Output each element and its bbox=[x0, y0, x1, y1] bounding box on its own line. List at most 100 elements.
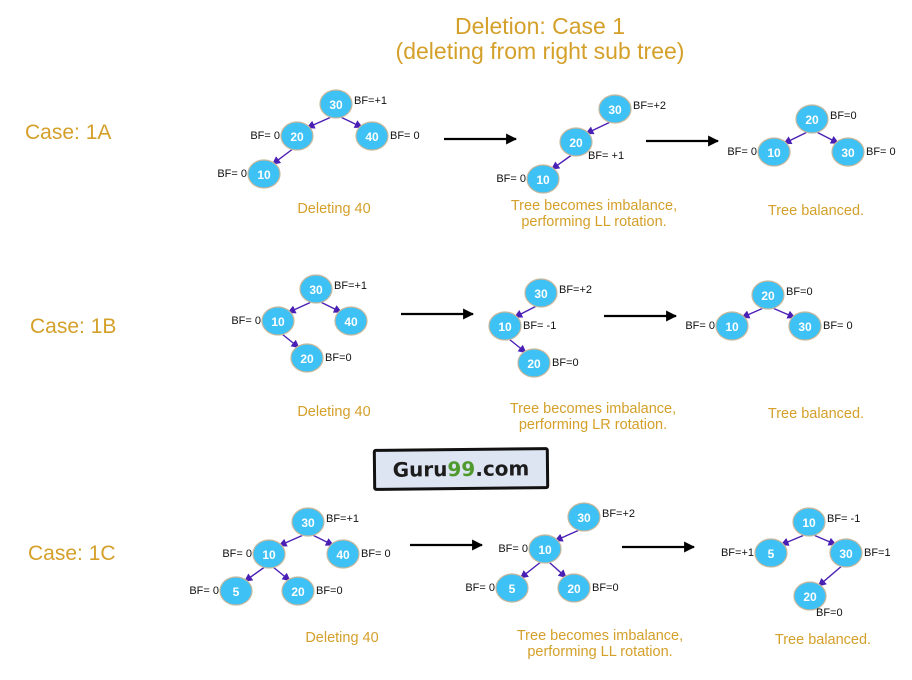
node-circle bbox=[280, 121, 314, 151]
node-value: 10 bbox=[767, 146, 781, 160]
balance-factor-label: BF= 0 bbox=[498, 543, 528, 555]
edge-1a-s2-20-to-10 bbox=[550, 154, 572, 170]
diagram-title: Deletion: Case 1 bbox=[454, 13, 626, 39]
node-circle bbox=[757, 137, 791, 167]
node-value: 5 bbox=[768, 547, 775, 561]
caption-1c-stage2: Tree becomes imbalance, performing LL ro… bbox=[516, 628, 684, 660]
balance-factor-label: BF=+2 bbox=[559, 284, 592, 296]
node-circle bbox=[281, 576, 315, 606]
case-label-1a: Case: 1A bbox=[25, 121, 112, 144]
node-circle bbox=[829, 538, 863, 568]
node-circle bbox=[291, 507, 325, 537]
case-label-1c: Case: 1C bbox=[28, 542, 116, 565]
balance-factor-label: BF= 0 bbox=[866, 146, 896, 158]
node-value: 5 bbox=[233, 585, 240, 599]
node-value: 20 bbox=[761, 289, 775, 303]
edge-1c-s2-30-to-10 bbox=[554, 529, 579, 542]
edge-1a-s1-30-to-40 bbox=[341, 116, 364, 128]
balance-factor-label: BF= -1 bbox=[523, 320, 556, 332]
balance-factor-label: BF=0 bbox=[816, 607, 843, 619]
balance-factor-label: BF= 0 bbox=[189, 585, 219, 597]
balance-factor-label: BF= 0 bbox=[496, 173, 526, 185]
node-value: 20 bbox=[567, 582, 581, 596]
tree-node-1b-s2-10: 10 BF= -1 bbox=[488, 311, 556, 341]
balance-factor-label: BF= 0 bbox=[361, 548, 391, 560]
node-value: 10 bbox=[802, 516, 816, 530]
node-value: 10 bbox=[262, 548, 276, 562]
balance-factor-label: BF=0 bbox=[316, 585, 343, 597]
node-circle bbox=[751, 280, 785, 310]
node-circle bbox=[524, 278, 558, 308]
edge-1b-s3-20-to-30 bbox=[773, 307, 796, 319]
node-circle bbox=[488, 311, 522, 341]
edge-1b-s1-30-to-40 bbox=[321, 301, 343, 313]
caption-1b-stage3: Tree balanced. bbox=[767, 406, 865, 422]
node-circle bbox=[247, 159, 281, 189]
node-circle bbox=[326, 539, 360, 569]
node-circle bbox=[559, 127, 593, 157]
tree-node-1a-s3-30: 30 BF= 0 bbox=[831, 137, 896, 167]
node-value: 10 bbox=[536, 173, 550, 187]
balance-factor-label: BF= 0 bbox=[685, 320, 715, 332]
edge-1a-s3-20-to-10 bbox=[783, 131, 807, 145]
tree-node-1c-s2-5: 5BF= 0 bbox=[465, 573, 529, 603]
node-value: 30 bbox=[798, 320, 812, 334]
edge-1c-s1-10-to-5 bbox=[243, 566, 265, 582]
node-value: 5 bbox=[509, 582, 516, 596]
balance-factor-label: BF=0 bbox=[552, 357, 579, 369]
node-value: 30 bbox=[309, 283, 323, 297]
edge-1c-s3-10-to-30 bbox=[814, 534, 837, 546]
node-circle bbox=[792, 507, 826, 537]
node-circle bbox=[788, 311, 822, 341]
tree-edges bbox=[243, 116, 842, 587]
caption-1b-stage2: Tree becomes imbalance, performing LR ro… bbox=[509, 401, 677, 433]
balance-factor-label: BF= -1 bbox=[827, 513, 860, 525]
tree-node-1a-s2-10: 10 BF= 0 bbox=[496, 164, 560, 194]
balance-factor-label: BF=0 bbox=[786, 286, 813, 298]
edge-1b-s1-10-to-20 bbox=[282, 333, 300, 349]
node-circle bbox=[567, 502, 601, 532]
node-circle bbox=[715, 311, 749, 341]
node-circle bbox=[252, 539, 286, 569]
node-value: 20 bbox=[805, 113, 819, 127]
node-circle bbox=[517, 348, 551, 378]
node-value: 30 bbox=[841, 146, 855, 160]
caption-1a-stage3: Tree balanced. bbox=[767, 203, 865, 219]
node-value: 10 bbox=[725, 320, 739, 334]
node-circle bbox=[355, 121, 389, 151]
edge-1c-s1-30-to-40 bbox=[313, 534, 335, 546]
node-circle bbox=[754, 538, 788, 568]
balance-factor-label: BF=+1 bbox=[334, 280, 367, 292]
node-circle bbox=[528, 534, 562, 564]
node-circle bbox=[495, 573, 529, 603]
balance-factor-label: BF=+2 bbox=[633, 100, 666, 112]
balance-factor-label: BF=0 bbox=[325, 352, 352, 364]
edge-1c-s1-10-to-20 bbox=[273, 566, 291, 582]
node-value: 10 bbox=[538, 543, 552, 557]
edge-1a-s2-30-to-20 bbox=[585, 121, 610, 135]
balance-factor-label: BF= 0 bbox=[250, 130, 280, 142]
node-value: 10 bbox=[498, 320, 512, 334]
balance-factor-label: BF=+1 bbox=[721, 547, 754, 559]
node-value: 20 bbox=[291, 585, 305, 599]
node-circle bbox=[290, 343, 324, 373]
node-value: 20 bbox=[290, 130, 304, 144]
node-circle bbox=[793, 581, 827, 611]
node-value: 40 bbox=[365, 130, 379, 144]
caption-1b-stage1: Deleting 40 bbox=[297, 404, 371, 420]
node-circle bbox=[219, 576, 253, 606]
node-circle bbox=[598, 94, 632, 124]
balance-factor-label: BF= 0 bbox=[217, 168, 247, 180]
